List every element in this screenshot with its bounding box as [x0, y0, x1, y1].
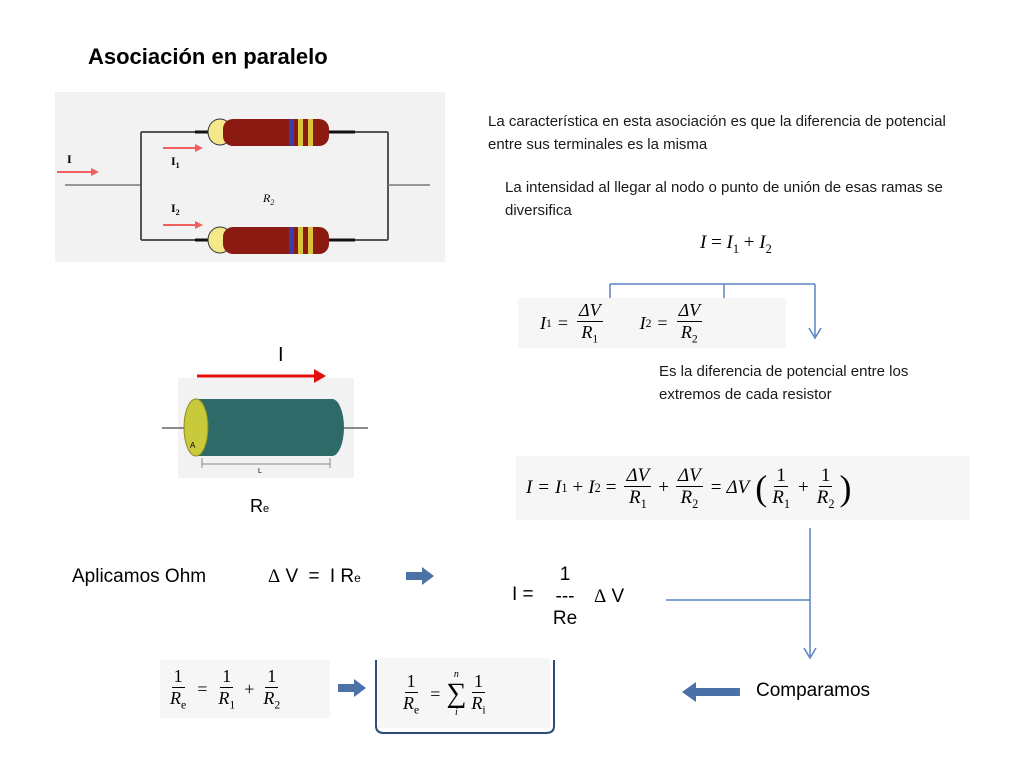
label-I1: I1 [171, 154, 180, 170]
label-R2: R2 [262, 191, 274, 207]
label-I: I [67, 152, 72, 166]
label-I2: I2 [171, 201, 180, 217]
intensity-text: La intensidad al llegar al nodo o punto … [505, 179, 943, 219]
resistance-label-Re: Re [250, 496, 270, 516]
fraction-bar: --- [555, 586, 575, 607]
fraction-numerator: 1 [559, 564, 571, 585]
apply-ohm-text: Aplicamos Ohm [72, 566, 207, 587]
comparison-connector [660, 528, 830, 664]
current-arrow-branch2 [163, 221, 203, 229]
current-arrow-main [57, 168, 99, 176]
branch-bracket-connector [600, 280, 830, 342]
page-title: Asociación en paralelo [88, 44, 328, 69]
resistor-bottom [195, 226, 355, 254]
potential-difference-text: Es la diferencia de potencial entre los … [659, 363, 909, 403]
arrow-right-icon [336, 678, 368, 698]
fraction-denominator: Re [552, 608, 578, 629]
comparamos-text: Comparamos [756, 680, 871, 701]
current-arrow-branch1 [163, 144, 203, 152]
characteristic-text: La característica en esta asociación es … [488, 113, 946, 153]
resistor-cylinder-diagram: A L [150, 362, 380, 480]
label-A: A [190, 441, 196, 450]
sum-formula-bracket [370, 656, 560, 736]
parallel-circuit-diagram: I I1 I2 R2 [55, 92, 445, 262]
current-equation-delta-v: Δ V [594, 586, 625, 607]
current-equation-fraction: 1 --- Re [550, 564, 580, 630]
ohm-law-equation: Δ V = I Re [268, 566, 361, 587]
current-label-I: I [278, 344, 284, 366]
current-equation-lhs: I = [512, 584, 534, 605]
label-L: L [258, 468, 262, 475]
resistor-top [195, 118, 355, 146]
arrow-right-icon [404, 566, 436, 586]
arrow-left-icon [680, 680, 742, 704]
equation-sum-current: I = I1 + I2 [700, 232, 772, 256]
